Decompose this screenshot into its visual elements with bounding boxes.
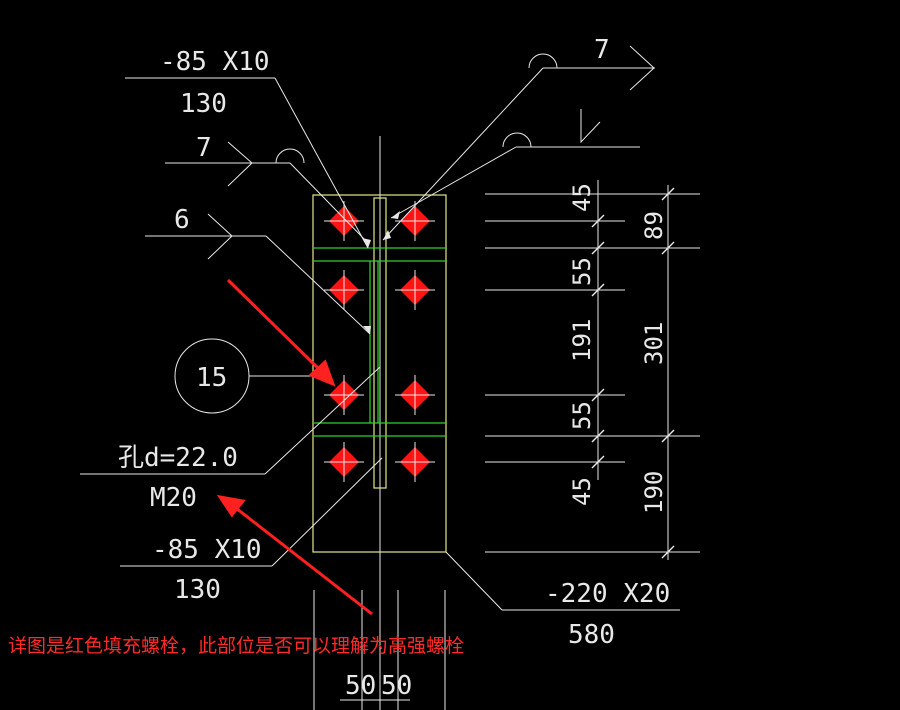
dim-outer-1: 89 [640,211,668,240]
dim-inner-3: 191 [568,319,596,362]
dim-inner-1: 45 [568,183,596,212]
bottom-plate-size: -85 X10 [152,535,262,565]
web-plate [373,197,387,489]
bottom-dim-b: 50 [381,671,412,701]
stiffeners [313,247,446,437]
bottom-dim-a: 50 [345,671,376,701]
weld-top-left: 7 [196,133,212,163]
detail-number: 15 [196,363,227,393]
leader-arrows [362,211,400,334]
dim-outer-2: 301 [640,322,668,365]
bolt-group [324,201,435,482]
end-plate-length: 580 [568,620,615,650]
leaders [80,45,680,701]
bottom-plate-length: 130 [174,575,221,605]
red-arrow-head-lower [216,494,246,518]
bolt-spec: M20 [150,483,197,513]
dim-inner-4: 55 [568,401,596,430]
bolt [324,375,364,415]
end-plate-size: -220 X20 [545,579,670,609]
dimension-lines [485,180,700,560]
top-plate-length: 130 [180,89,227,119]
dim-inner-2: 55 [568,257,596,286]
weld-middle: 6 [174,205,190,235]
red-arrow-head-upper [308,359,336,387]
bolt [395,442,435,482]
bolt [324,270,364,310]
bolt [395,270,435,310]
top-plate-size: -85 X10 [160,47,270,77]
hole-diameter: 孔d=22.0 [118,443,238,473]
dim-outer-3: 190 [640,471,668,514]
annotation-note: 详图是红色填充螺栓，此部位是否可以理解为高强螺栓 [8,635,465,657]
bolt [324,201,364,241]
bolt [324,442,364,482]
dimension-ticks [591,187,675,559]
red-arrows [216,278,373,616]
weld-top-right: 7 [594,35,610,65]
dim-inner-5: 45 [568,477,596,506]
bolt [395,375,435,415]
